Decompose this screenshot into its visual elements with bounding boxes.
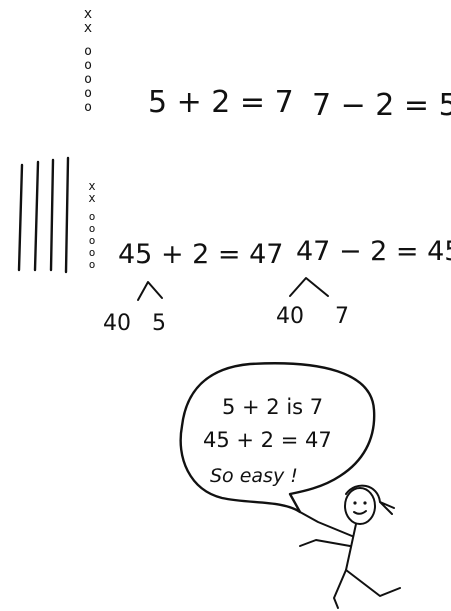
- figure-head: [344, 487, 376, 525]
- row1-x-mark-2: x: [84, 20, 92, 36]
- figure-eye-left: [353, 501, 357, 505]
- row1-addition-equation: 5 + 2 = 7: [148, 85, 294, 120]
- tens-stick-4: [64, 156, 70, 274]
- row2-o-mark-4: o: [89, 246, 96, 259]
- speech-line-2: 45 + 2 = 47: [203, 428, 332, 452]
- row2-x-mark-1: x: [88, 179, 95, 193]
- figure-leg-left: [333, 569, 347, 609]
- row2-o-mark-2: o: [89, 222, 96, 235]
- right-split-tens: 40: [276, 304, 304, 329]
- row2-tally-marks: x x o o o o o: [88, 179, 95, 271]
- speech-line-3: So easy !: [210, 465, 298, 487]
- speech-line-1: 5 + 2 is 7: [222, 395, 323, 419]
- figure-smile: [353, 510, 367, 515]
- row2-x-mark-2: x: [88, 191, 95, 205]
- tens-stick-1: [17, 163, 24, 272]
- left-split-tens: 40: [103, 311, 131, 336]
- row2-o-mark-1: o: [89, 210, 96, 223]
- figure-body: [345, 523, 357, 571]
- figure-ponytail: [345, 484, 395, 515]
- tens-sticks: [17, 156, 70, 274]
- row1-subtraction-equation: 7 − 2 = 5: [312, 88, 451, 123]
- row1-o-mark-2: o: [84, 58, 92, 73]
- stick-figure: [299, 484, 401, 609]
- row1-o-mark-3: o: [84, 72, 92, 87]
- figure-eye-right: [363, 501, 367, 505]
- row1-tally-marks: x x o o o o o: [84, 6, 92, 115]
- row2-subtraction-equation: 47 − 2 = 45: [296, 236, 451, 267]
- figure-leg-right: [345, 569, 401, 597]
- right-split-branch: [289, 277, 329, 297]
- row1-x-mark-1: x: [84, 6, 92, 22]
- row2-o-mark-5: o: [89, 258, 96, 271]
- row2-addition-equation: 45 + 2 = 47: [118, 239, 283, 270]
- row1-o-mark-5: o: [84, 100, 92, 115]
- left-split-ones: 5: [152, 311, 166, 336]
- left-split-branch: [137, 281, 163, 301]
- figure-arm-raised: [299, 511, 353, 537]
- tens-stick-2: [33, 160, 40, 272]
- row1-o-mark-4: o: [84, 86, 92, 101]
- row1-o-mark-1: o: [84, 44, 92, 59]
- row2-o-mark-3: o: [89, 234, 96, 247]
- right-split-ones: 7: [335, 304, 349, 329]
- tens-stick-3: [49, 158, 55, 272]
- figure-arm-lower: [299, 539, 351, 547]
